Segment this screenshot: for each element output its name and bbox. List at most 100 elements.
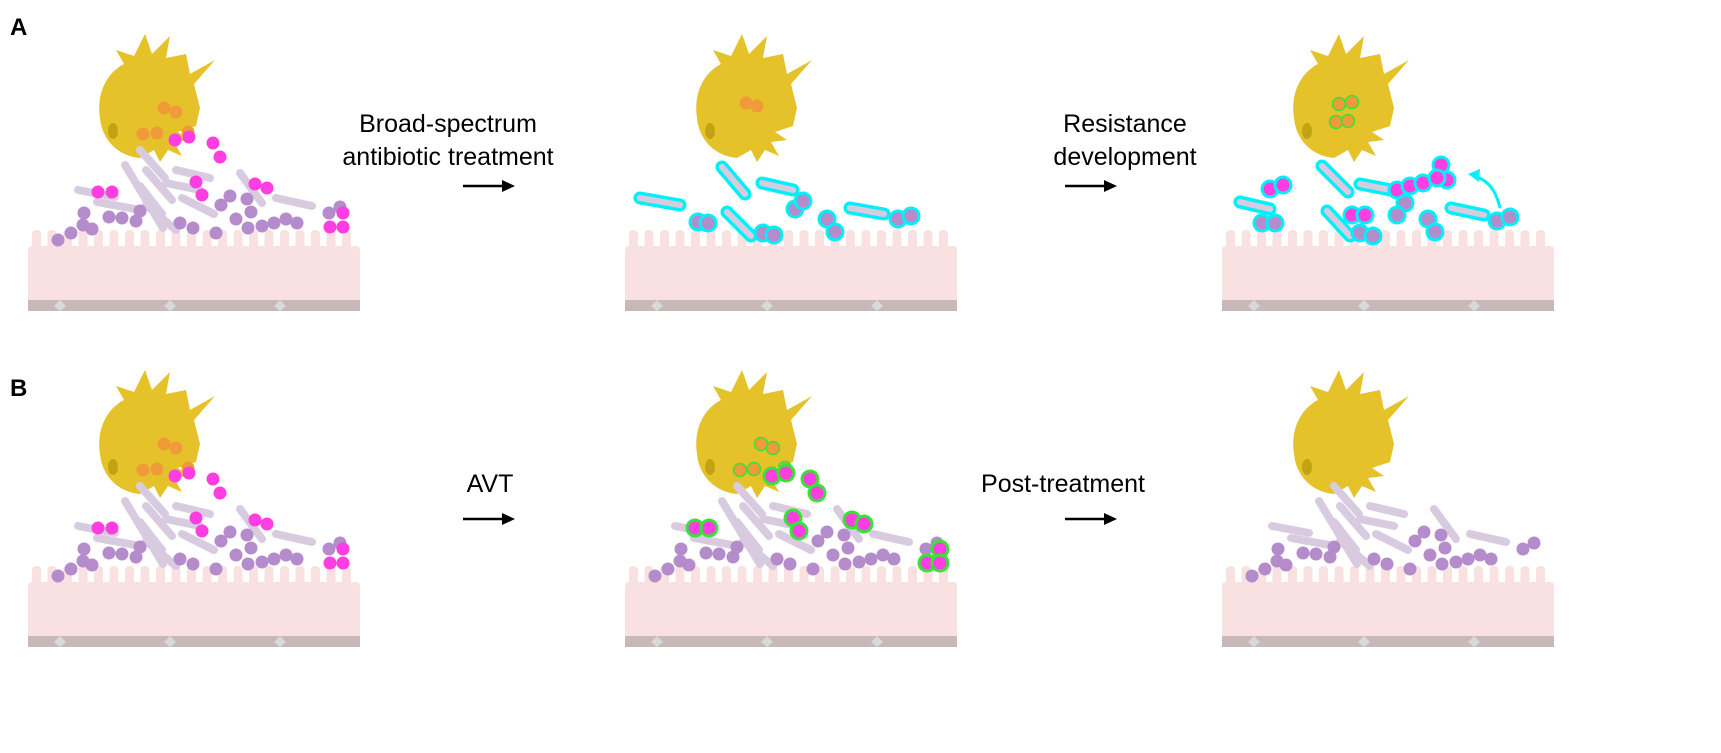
- pathogen-coccus: [1358, 208, 1372, 222]
- commensal-coccus: [1428, 225, 1442, 239]
- pathogen-coccus: [105, 185, 119, 199]
- commensal-coccus: [255, 219, 269, 233]
- commensal-coccus: [1255, 216, 1269, 230]
- engulfed-bacterium: [150, 462, 164, 476]
- commensal-rod: [715, 160, 752, 201]
- immune-cell: [696, 370, 812, 498]
- pathogen-coccus: [91, 521, 105, 535]
- commensal-rod: [733, 482, 766, 518]
- commensal-coccus: [255, 555, 269, 569]
- nucleus: [108, 123, 118, 139]
- commensal-coccus: [1309, 547, 1323, 561]
- pathogen-coccus: [779, 466, 793, 480]
- commensal-rod: [755, 176, 800, 197]
- commensal-rod: [172, 502, 214, 518]
- commensal-coccus: [828, 225, 842, 239]
- pathogen-coccus: [336, 556, 350, 570]
- commensal-coccus: [783, 557, 797, 571]
- panel-label-a: A: [10, 14, 28, 41]
- engulfed-bacterium: [1340, 113, 1356, 129]
- engulfed-bacterium: [157, 101, 171, 115]
- commensal-coccus: [209, 562, 223, 576]
- commensal-coccus: [209, 226, 223, 240]
- immune-cell: [1293, 370, 1409, 498]
- commensal-coccus: [1366, 229, 1380, 243]
- epithelium: [28, 230, 360, 311]
- pathogen-coccus: [765, 469, 779, 483]
- commensal-coccus: [322, 542, 336, 556]
- commensal-rod: [93, 534, 139, 549]
- microbiota: [1245, 482, 1541, 583]
- commensal-rod: [1315, 159, 1355, 199]
- epithelium: [1222, 230, 1554, 311]
- commensal-coccus: [1296, 546, 1310, 560]
- epithelium: [28, 566, 360, 647]
- commensal-coccus: [1327, 540, 1341, 554]
- engulfed-bacterium: [150, 126, 164, 140]
- commensal-coccus: [682, 558, 696, 572]
- commensal-coccus: [1367, 552, 1381, 566]
- pathogen-coccus: [206, 472, 220, 486]
- commensal-coccus: [133, 540, 147, 554]
- label-line: Broad-spectrum: [359, 110, 537, 138]
- engulfed-bacterium: [750, 99, 764, 113]
- commensal-rod: [775, 530, 815, 554]
- scene-b-avt: [625, 370, 957, 647]
- pathogen-coccus: [206, 136, 220, 150]
- microbiota: [51, 466, 350, 583]
- pathogen-coccus: [91, 185, 105, 199]
- arrow-icon: [463, 513, 515, 525]
- pathogen-coccus: [792, 524, 806, 538]
- commensal-coccus: [129, 214, 143, 228]
- step-label-broad-spectrum: Broad-spectrum antibiotic treatment: [342, 108, 553, 174]
- pathogen-coccus: [195, 524, 209, 538]
- commensal-rod: [272, 530, 316, 546]
- commensal-coccus: [699, 546, 713, 560]
- pathogen-coccus: [786, 511, 800, 525]
- pathogen-coccus: [195, 188, 209, 202]
- commensal-rod: [136, 146, 169, 182]
- pathogen-coccus: [803, 472, 817, 486]
- commensal-coccus: [701, 216, 715, 230]
- commensal-coccus: [77, 206, 91, 220]
- nucleus: [1302, 459, 1312, 475]
- pathogen-coccus: [1390, 183, 1404, 197]
- pathogen-coccus: [260, 517, 274, 531]
- engulfed-bacterium: [1331, 96, 1347, 112]
- commensal-coccus: [1323, 550, 1337, 564]
- pathogen-coccus: [213, 150, 227, 164]
- commensal-coccus: [1353, 226, 1367, 240]
- commensal-coccus: [1245, 569, 1259, 583]
- commensal-coccus: [322, 206, 336, 220]
- commensal-rod: [1287, 534, 1333, 549]
- commensal-coccus: [1423, 548, 1437, 562]
- engulfed-bacterium: [136, 463, 150, 477]
- commensal-coccus: [244, 205, 258, 219]
- commensal-coccus: [279, 212, 293, 226]
- commensal-rod: [1444, 201, 1491, 222]
- commensal-coccus: [290, 216, 304, 230]
- microbiota: [633, 160, 921, 245]
- commensal-coccus: [290, 552, 304, 566]
- engulfed-bacterium: [739, 96, 753, 110]
- pathogen-coccus: [182, 466, 196, 480]
- pathogen-coccus: [933, 556, 947, 570]
- commensal-coccus: [241, 557, 255, 571]
- commensal-coccus: [102, 546, 116, 560]
- commensal-coccus: [214, 534, 228, 548]
- pathogen-coccus: [168, 133, 182, 147]
- commensal-coccus: [1258, 562, 1272, 576]
- immune-cell: [696, 34, 812, 162]
- commensal-coccus: [1490, 214, 1504, 228]
- commensal-coccus: [1390, 208, 1404, 222]
- pathogen-coccus: [810, 486, 824, 500]
- commensal-rod: [1353, 177, 1398, 197]
- commensal-coccus: [726, 550, 740, 564]
- commensal-coccus: [186, 557, 200, 571]
- pathogen-coccus: [1430, 171, 1444, 185]
- commensal-coccus: [102, 210, 116, 224]
- commensal-rod: [1233, 195, 1277, 216]
- commensal-coccus: [214, 198, 228, 212]
- commensal-coccus: [904, 209, 918, 223]
